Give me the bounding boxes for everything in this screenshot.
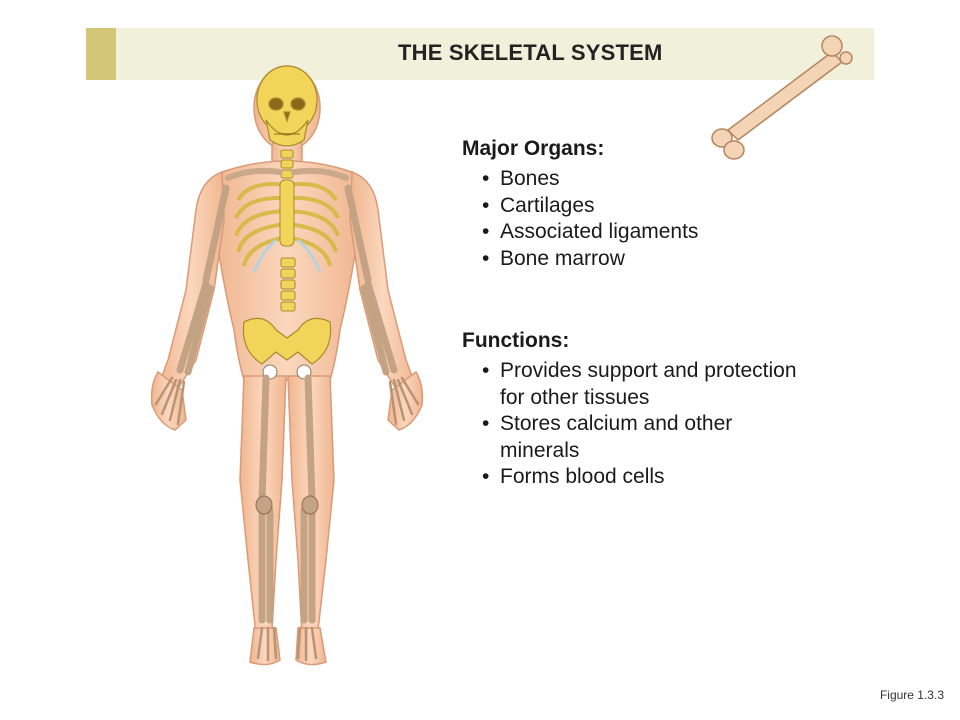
clavicles	[225, 167, 349, 181]
bullet: •	[482, 167, 490, 190]
item-label: Bones	[500, 167, 560, 190]
vertebral-column	[280, 149, 296, 312]
list-item: • Provides support and protection for othe…	[462, 358, 882, 411]
skull	[256, 65, 318, 147]
item-line: Provides support and protection	[500, 359, 797, 382]
functions-heading: Functions:	[462, 329, 570, 352]
item-line: Forms blood cells	[500, 465, 665, 488]
list-item: • Forms blood cells	[462, 464, 882, 491]
bullet: •	[482, 246, 490, 270]
title-accent-bar	[86, 28, 116, 80]
list-item: • Cartilages	[462, 193, 882, 220]
bullet: •	[482, 193, 490, 217]
bullet: •	[482, 412, 490, 435]
list-item: • Associated ligaments	[462, 219, 882, 246]
major-organs-section: Major Organs: • Bones • Cartilages • Associ…	[462, 136, 882, 272]
functions-section: Functions: • Provides support and protect…	[462, 328, 882, 491]
figure-caption: Figure 1.3.3	[879, 688, 944, 702]
major-organs-list: • Bones • Cartilages • Associated ligaments…	[462, 166, 882, 272]
item-line: Stores calcium and other	[500, 412, 733, 435]
item-line: for other tissues	[500, 385, 650, 409]
hand-foot-bones	[154, 376, 420, 662]
slide-title: THE SKELETAL SYSTEM	[398, 40, 663, 65]
major-organs-heading: Major Organs:	[462, 137, 605, 160]
bullet: •	[482, 465, 490, 488]
list-item: • Stores calcium and other minerals	[462, 411, 882, 464]
pelvis	[242, 317, 332, 365]
item-label: Associated ligaments	[500, 220, 699, 243]
list-item: • Bones	[462, 166, 882, 193]
list-item: • Bone marrow	[462, 246, 882, 273]
functions-list: • Provides support and protection for othe…	[462, 358, 882, 491]
costal-cartilage	[252, 238, 322, 273]
bullet: •	[482, 359, 490, 382]
femur-bone-icon	[711, 35, 853, 160]
item-label: Bone marrow	[500, 246, 625, 270]
content-panel: Major Organs: • Bones • Cartilages • Associ…	[462, 136, 882, 491]
appendicular-bones	[176, 184, 398, 624]
title-band: THE SKELETAL SYSTEM	[86, 28, 874, 80]
patellae	[255, 495, 319, 515]
item-line: minerals	[500, 438, 580, 462]
item-label: Cartilages	[500, 193, 595, 217]
bullet: •	[482, 220, 490, 243]
sternum	[279, 179, 295, 247]
